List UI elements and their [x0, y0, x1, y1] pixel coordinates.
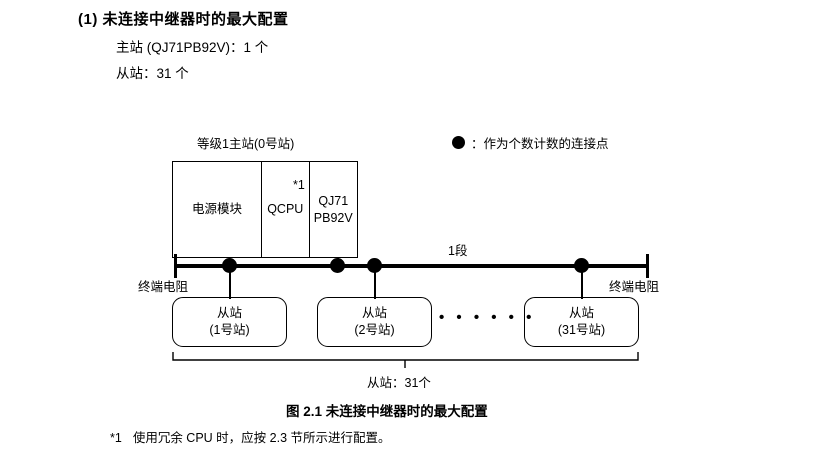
master-station-label: 等级1主站(0号站) — [197, 137, 295, 151]
drop-line-slave31 — [581, 266, 583, 299]
footnote-text: 使用冗余 CPU 时，应按 2.3 节所示进行配置。 — [132, 431, 391, 445]
pb92v-line2: PB92V — [313, 210, 353, 225]
slave-count-brace — [172, 352, 639, 368]
slave-title: 从站 — [568, 305, 594, 320]
legend-label: ：作为个数计数的连接点 — [471, 137, 609, 151]
slave-station-box: 从站 (2号站) — [317, 297, 432, 347]
page-title: (1) 未连接中继器时的最大配置 — [78, 11, 289, 28]
legend: ：作为个数计数的连接点 — [452, 133, 609, 152]
pb92v-line1: QJ71 — [318, 193, 349, 208]
connection-dot-master — [330, 258, 345, 273]
terminator-left-label: 终端电阻 — [138, 280, 189, 294]
power-module-cell: 电源模块 — [173, 162, 263, 257]
segment-label: 1段 — [448, 244, 468, 258]
terminator-right-label: 终端电阻 — [609, 280, 660, 294]
slave-sub: (31号站) — [557, 323, 606, 337]
drop-line-slave1 — [229, 266, 231, 299]
footnote-mark-star1: *1 — [293, 178, 305, 192]
connection-dot-slave2 — [367, 258, 382, 273]
footnote: *1 使用冗余 CPU 时，应按 2.3 节所示进行配置。 — [110, 427, 391, 446]
qcpu-cell: QCPU — [262, 162, 310, 257]
slave-sub: (1号站) — [209, 323, 250, 337]
ellipsis-indicator: • • • • • • — [439, 309, 536, 326]
bus-trunk-line — [176, 264, 648, 268]
slave-station-box: 从站 (1号站) — [172, 297, 287, 347]
terminator-right-cap — [646, 254, 649, 278]
filled-circle-icon — [452, 136, 465, 149]
footnote-mark: *1 — [110, 431, 122, 445]
connection-dot-slave31 — [574, 258, 589, 273]
slave-station-box: 从站 (31号站) — [524, 297, 639, 347]
connection-dot-slave1 — [222, 258, 237, 273]
slave-sub: (2号站) — [354, 323, 395, 337]
slave-title: 从站 — [216, 305, 242, 320]
master-station-box: 电源模块 QCPU QJ71 PB92V — [172, 161, 358, 258]
pb92v-cell: QJ71 PB92V — [310, 162, 357, 257]
slave-title: 从站 — [361, 305, 387, 320]
spec-slave-station: 从站：31 个 — [116, 66, 189, 81]
slave-count-label: 从站：31个 — [367, 376, 431, 390]
figure-caption: 图 2.1 未连接中继器时的最大配置 — [286, 404, 488, 419]
drop-line-slave2 — [374, 266, 376, 299]
spec-master-station: 主站 (QJ71PB92V)：1 个 — [116, 40, 269, 55]
terminator-left-cap — [174, 254, 177, 278]
